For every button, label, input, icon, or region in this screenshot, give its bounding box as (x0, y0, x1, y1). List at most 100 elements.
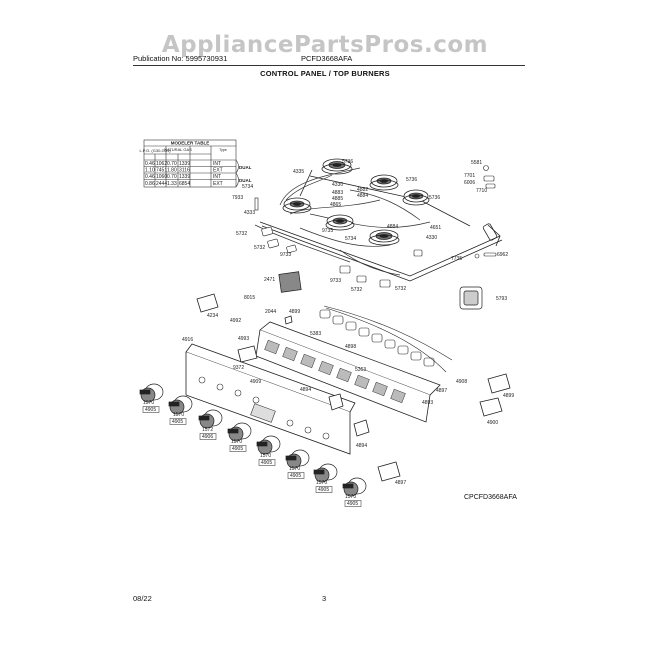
part-callout: 4992 (230, 318, 241, 324)
svg-text:0.70: 0.70 (167, 174, 177, 180)
svg-text:0.70: 0.70 (167, 161, 177, 167)
part-callout: 5732 (351, 287, 362, 293)
part-callout: 5581 (471, 160, 482, 166)
part-callout: 4899 (503, 393, 514, 399)
part-callout: 4898 (345, 344, 356, 350)
part-callout: 5732 (254, 245, 265, 251)
part-callout: 4885 (332, 196, 343, 202)
part-callout: 1570 (289, 466, 300, 472)
gas-tubing (254, 167, 431, 276)
part-callout: 7701 (464, 173, 475, 179)
part-callout: 5383 (310, 331, 321, 337)
part-callout: 5736 (406, 177, 417, 183)
part-callout: 6006 (464, 180, 475, 186)
part-callout: 4909 (250, 379, 261, 385)
svg-text:1339: 1339 (179, 161, 190, 167)
part-callout: 4884 (357, 193, 368, 199)
svg-text:1339: 1339 (179, 174, 190, 180)
svg-text:1.80: 1.80 (167, 168, 177, 174)
switch-array (319, 305, 453, 373)
page-number: 3 (322, 594, 327, 603)
diagram-code: CPCFD3668AFA (464, 494, 517, 501)
part-callout: 7735 (451, 256, 462, 262)
part-callout: 4893 (422, 400, 433, 406)
spark-module (278, 271, 483, 310)
part-callouts: 5736573643354330573479334333488348854882… (143, 159, 514, 507)
cooktop-frame (259, 169, 503, 282)
part-callout: 9733 (330, 278, 341, 284)
svg-text:EXT: EXT (213, 168, 223, 174)
part-callout: 4993 (238, 336, 249, 342)
svg-text:1060: 1060 (156, 174, 167, 180)
table-row: 1.10 7451 1.80 3116 EXT (145, 168, 223, 174)
svg-text:INT: INT (213, 161, 221, 167)
part-callout: 7710 (476, 188, 487, 194)
svg-text:1.33: 1.33 (167, 181, 177, 187)
part-callout: 2471 (264, 277, 275, 283)
part-callout: 5734 (345, 236, 356, 242)
wire-harness (196, 293, 511, 482)
model-number: PCFD3668AFA (301, 54, 353, 63)
part-callout: 5734 (242, 184, 253, 190)
svg-text:0.46: 0.46 (145, 174, 155, 180)
part-callout: 9735 (322, 228, 333, 234)
svg-text:EXT: EXT (213, 181, 223, 187)
table-dual-label: DUAL (239, 165, 252, 170)
part-callout: 4883 (332, 190, 343, 196)
svg-text:6854: 6854 (179, 181, 190, 187)
part-callout: 4899 (289, 309, 300, 315)
svg-text:3116: 3116 (179, 168, 190, 174)
valve-fittings (254, 165, 497, 288)
part-callout: 4905 (347, 501, 358, 507)
part-callout: 4335 (293, 169, 304, 175)
part-callout: 4905 (145, 407, 156, 413)
svg-text:2444: 2444 (156, 181, 167, 187)
part-callout: 4894 (356, 443, 367, 449)
front-panel-holes (198, 376, 330, 440)
part-callout: 4234 (207, 313, 218, 319)
part-callout: 8015 (244, 295, 255, 301)
footer-date: 08/22 (133, 594, 152, 603)
part-callout: 4651 (430, 225, 441, 231)
table-header-type: Type (219, 148, 227, 152)
svg-text:INT: INT (213, 174, 221, 180)
svg-text:0.46: 0.46 (145, 161, 155, 167)
watermark: AppliancePartsPros.com (161, 32, 489, 58)
svg-text:1062: 1062 (156, 161, 167, 167)
publication-number: Publication No: 5995730931 (133, 54, 228, 63)
part-callout: 5736 (429, 195, 440, 201)
part-callout: 5793 (496, 296, 507, 302)
burner-assembly (282, 158, 430, 246)
part-callout: 1570 (173, 412, 184, 418)
part-callout: 4905 (290, 473, 301, 479)
part-callout: 4905 (318, 487, 329, 493)
part-callout: 1570 (345, 494, 356, 500)
part-callout: 4905 (172, 419, 183, 425)
svg-text:1.10: 1.10 (145, 168, 155, 174)
part-callout: 5736 (342, 159, 353, 165)
part-callout: 1570 (316, 480, 327, 486)
part-callout: 1570 (231, 439, 242, 445)
part-callout: 4330 (426, 235, 437, 241)
part-callout: 9372 (233, 365, 244, 371)
part-callout: 4906 (202, 434, 213, 440)
table-title: MODELER TABLE (171, 141, 209, 146)
part-callout: 9733 (280, 252, 291, 258)
label-boxes (142, 406, 362, 507)
part-callout: 4897 (395, 480, 406, 486)
part-callout: 4330 (332, 182, 343, 188)
part-callout: 4908 (456, 379, 467, 385)
table-dual-label: DUAL (239, 178, 252, 183)
svg-text:7451: 7451 (156, 168, 167, 174)
part-callout: 5732 (236, 231, 247, 237)
part-callout: 1570 (143, 400, 154, 406)
part-callout: 4894 (300, 387, 311, 393)
part-callout: 5732 (395, 286, 406, 292)
part-callout: 1572 (202, 427, 213, 433)
part-callout: 4905 (261, 460, 272, 466)
part-callout: 6962 (497, 252, 508, 258)
part-callout: 4884 (387, 224, 398, 230)
part-callout: 5363 (355, 367, 366, 373)
part-callout: 7933 (232, 195, 243, 201)
